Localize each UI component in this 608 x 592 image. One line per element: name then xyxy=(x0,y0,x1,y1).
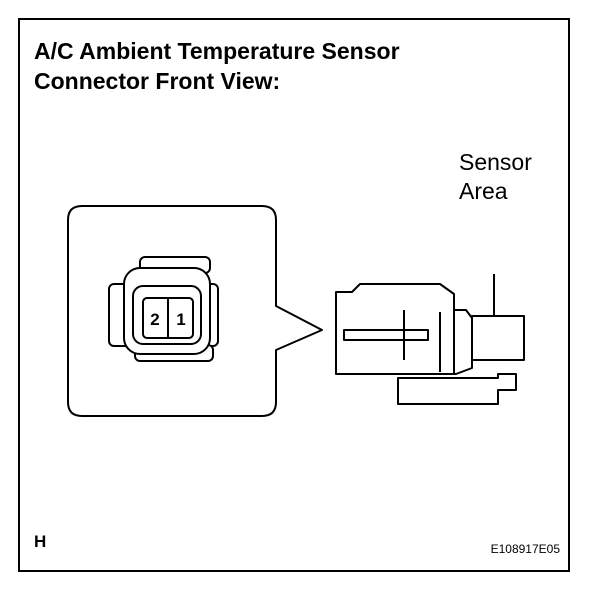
figure-id: E108917E05 xyxy=(490,542,560,556)
connector-side-view xyxy=(335,274,525,405)
pin-1-label: 1 xyxy=(176,310,185,329)
diagram-title: A/C Ambient Temperature Sensor Connector… xyxy=(34,36,400,96)
sensor-label-line-2: Area xyxy=(459,178,508,204)
title-line-1: A/C Ambient Temperature Sensor xyxy=(34,38,400,64)
pin-2-label: 2 xyxy=(150,310,159,329)
sensor-label-line-1: Sensor xyxy=(459,149,532,175)
corner-letter: H xyxy=(34,532,47,551)
title-line-2: Connector Front View: xyxy=(34,68,281,94)
sensor-area-label: Sensor Area xyxy=(459,148,532,206)
connector-front-view xyxy=(108,256,219,362)
